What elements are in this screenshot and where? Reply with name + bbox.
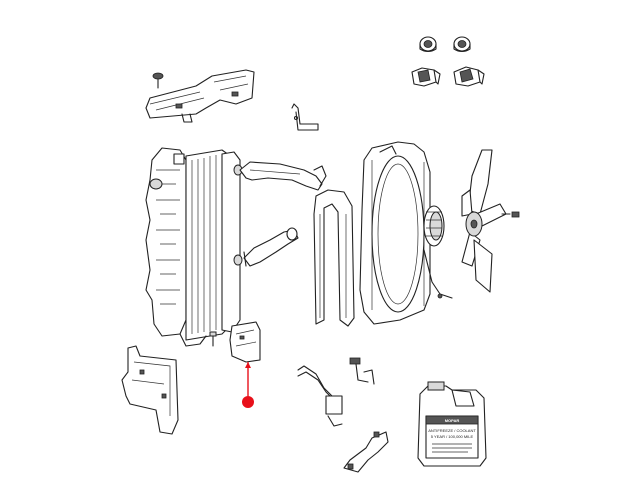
temperature-sensor[interactable] [349,357,375,385]
overflow-hose[interactable] [297,365,343,427]
radiator-side-baffle[interactable] [229,321,261,363]
grommet-right[interactable] [453,36,471,53]
fan-shroud-seal[interactable] [313,189,355,327]
lower-air-seal[interactable] [121,345,179,435]
fan-wiring-harness[interactable] [423,249,453,299]
part-callout-marker[interactable] [242,362,254,408]
hose-bracket[interactable] [291,103,319,131]
coolant-brand-label: MOPAR [445,418,460,423]
coolant-label-line2: 5 YEAR / 100,000 MILE [431,434,474,439]
lower-mount-bracket[interactable] [343,431,389,473]
grommet-left[interactable] [419,36,437,53]
cooling-fan-blade[interactable] [461,149,507,293]
push-pin-fastener[interactable] [152,72,164,89]
mount-clip-left[interactable] [411,67,441,87]
mount-clip-right[interactable] [453,66,485,87]
lower-radiator-hose[interactable] [243,227,299,267]
radiator[interactable] [145,147,243,347]
radiator-bolt[interactable] [209,331,217,347]
coolant-jug[interactable]: MOPAR ANTIFREEZE / COOLANT 5 YEAR / 100,… [417,381,487,467]
coolant-label-line1: ANTIFREEZE / COOLANT [428,428,476,433]
fan-shroud[interactable] [359,141,431,325]
fan-bolt[interactable] [501,211,520,218]
fan-clutch[interactable] [423,205,445,247]
upper-radiator-hose[interactable] [239,161,327,191]
upper-air-deflector[interactable] [145,69,255,123]
